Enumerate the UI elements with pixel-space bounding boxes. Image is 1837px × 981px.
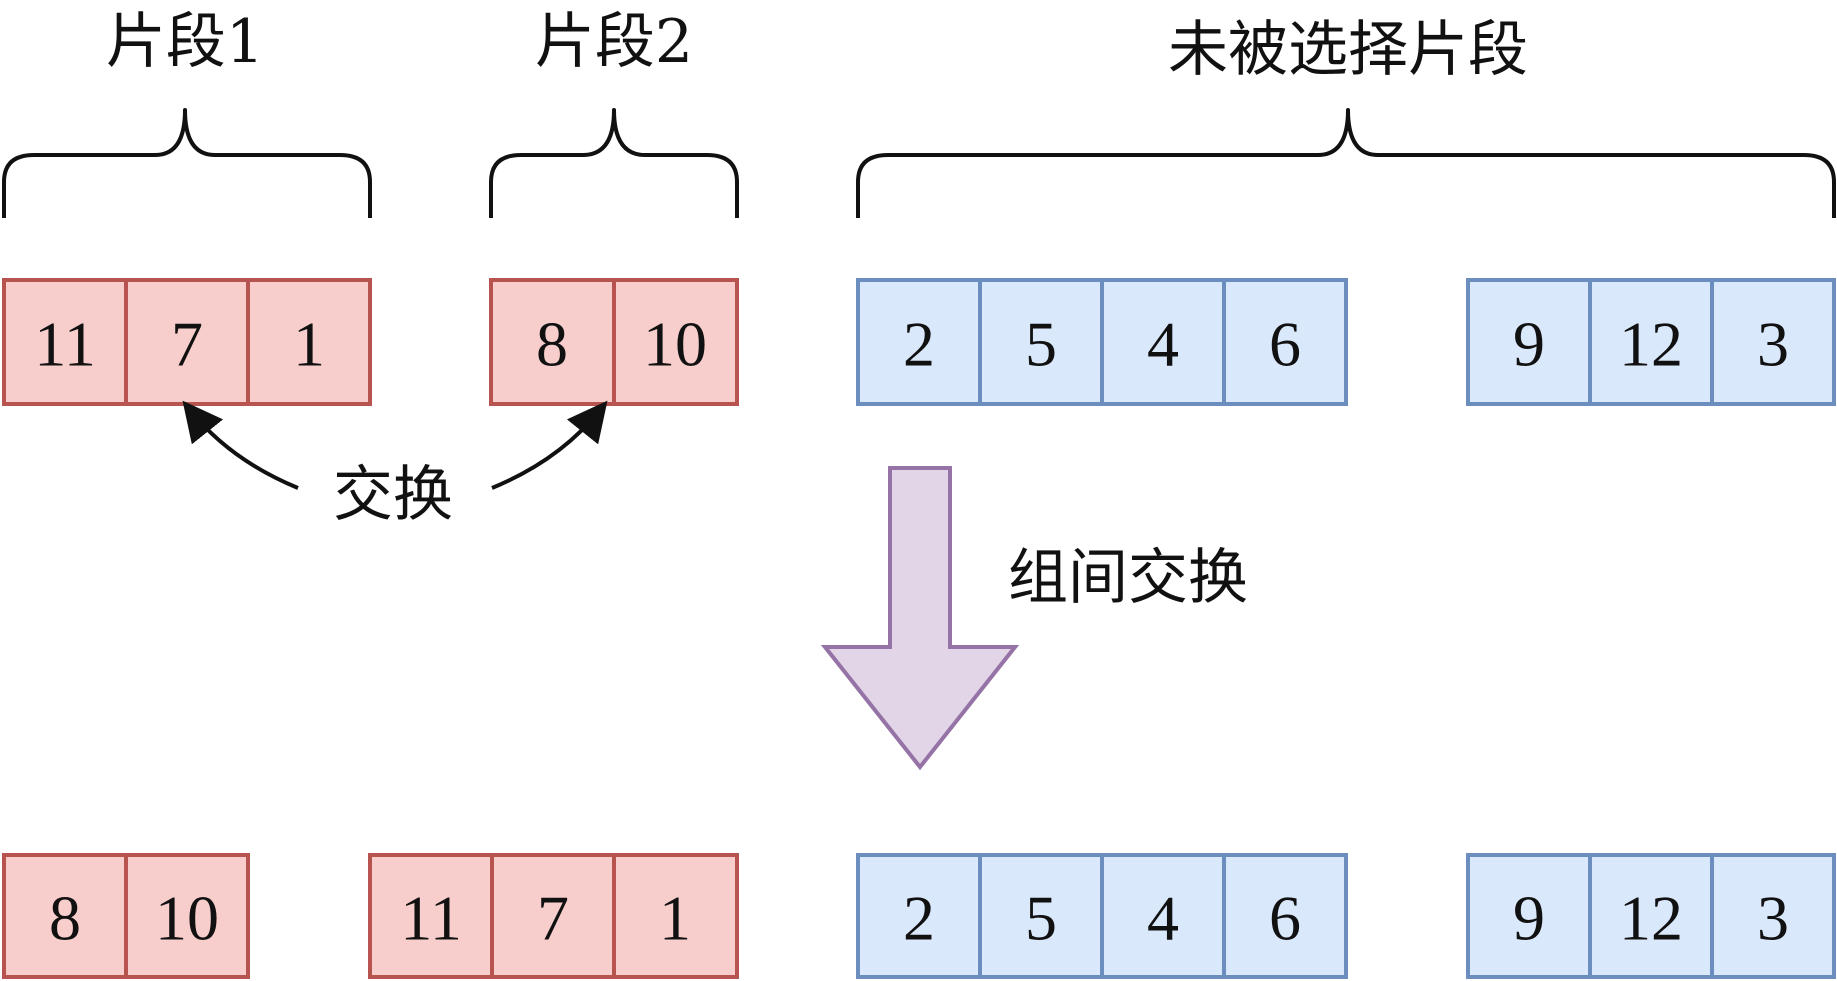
swap-label: 交换: [333, 460, 453, 530]
cell: [246, 278, 372, 406]
cell: [124, 853, 250, 979]
swap-arrow-right: [491, 400, 608, 490]
unselected-label: 未被选择片段: [1168, 15, 1528, 85]
segment2-brace: [489, 108, 739, 218]
cell-value: 12: [1619, 883, 1683, 954]
segment1-brace: [2, 108, 372, 218]
cell: [1466, 278, 1592, 406]
cell: [1710, 278, 1836, 406]
cell: [1222, 278, 1348, 406]
cell: [612, 278, 739, 406]
bottom-segment2: 8 10: [2, 853, 250, 979]
cell-value: 8: [49, 883, 81, 954]
bottom-unselected-b: 9 12 3: [1466, 853, 1836, 979]
cell: [856, 278, 982, 406]
segment1-label: 片段1: [106, 7, 264, 77]
cell-value: 2: [903, 883, 935, 954]
cell-value: 8: [536, 309, 568, 380]
cell-value: 9: [1513, 309, 1545, 380]
cell: [978, 278, 1104, 406]
cell-value: 6: [1269, 883, 1301, 954]
top-unselected-b: 9 12 3: [1466, 278, 1836, 406]
cell: [978, 853, 1104, 979]
bottom-segment1: 11 7 1: [368, 853, 739, 979]
cell-value: 4: [1147, 883, 1179, 954]
cell-value: 4: [1147, 309, 1179, 380]
cell-value: 5: [1025, 883, 1057, 954]
cell-value: 11: [34, 309, 96, 380]
top-segment1: 11 7 1: [2, 278, 372, 406]
cell: [1710, 853, 1836, 979]
cell-value: 6: [1269, 309, 1301, 380]
cell-value: 2: [903, 309, 935, 380]
group-swap-down-arrow: [820, 466, 1020, 771]
group-swap-label: 组间交换: [1008, 543, 1248, 613]
cell: [2, 278, 128, 406]
cell-value: 1: [659, 883, 691, 954]
cell: [490, 853, 616, 979]
cell-value: 11: [400, 883, 462, 954]
cell-value: 9: [1513, 883, 1545, 954]
cell: [612, 853, 739, 979]
cell-value: 12: [1619, 309, 1683, 380]
cell: [1100, 278, 1226, 406]
cell-value: 7: [537, 883, 569, 954]
cell: [1222, 853, 1348, 979]
cell-value: 3: [1757, 309, 1789, 380]
cell: [1100, 853, 1226, 979]
cell-value: 5: [1025, 309, 1057, 380]
cell-value: 10: [643, 309, 707, 380]
unselected-brace: [856, 108, 1836, 218]
cell-value: 3: [1757, 883, 1789, 954]
swap-arrow-left: [182, 400, 299, 490]
cell: [1588, 853, 1714, 979]
segment2-label: 片段2: [535, 7, 693, 77]
top-segment2: 8 10: [489, 278, 739, 406]
cell: [124, 278, 250, 406]
cell-value: 1: [293, 309, 325, 380]
cell-value: 10: [155, 883, 219, 954]
cell-value: 7: [171, 309, 203, 380]
cell: [1466, 853, 1592, 979]
top-unselected-a: 2 5 4 6: [856, 278, 1348, 406]
bottom-unselected-a: 2 5 4 6: [856, 853, 1348, 979]
cell: [2, 853, 128, 979]
